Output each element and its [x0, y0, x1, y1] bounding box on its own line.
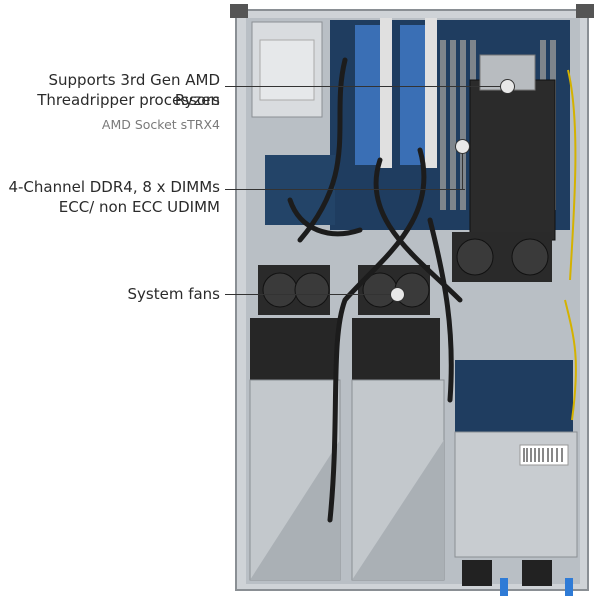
callout-memory-leader-vertical: [462, 145, 463, 189]
callout-memory-leader: [225, 189, 465, 190]
callout-memory-line1: 4-Channel DDR4, 8 x DIMMs: [8, 178, 220, 196]
system-fans: [258, 265, 430, 315]
psu-handle-left: [500, 578, 508, 596]
callout-cpu-sub: AMD Socket sTRX4: [101, 117, 220, 132]
psu-cage-top-inner: [259, 39, 315, 101]
psu-connector-right: [522, 560, 552, 586]
psu-handle-right: [565, 578, 573, 596]
callout-fans-marker: [390, 287, 405, 302]
callout-memory-line2: ECC/ non ECC UDIMM: [58, 198, 220, 216]
callout-cpu-marker: [500, 79, 515, 94]
riser-bracket-right: [425, 18, 437, 168]
callout-fans-leader: [225, 294, 395, 295]
psu-connector-left: [462, 560, 492, 586]
cpu-fans: [452, 232, 552, 282]
rack-ear-left: [230, 4, 248, 18]
cables: [287, 57, 463, 523]
psu-barcode: [523, 448, 563, 462]
motherboard-lower: [455, 360, 573, 440]
callout-cpu-line1: Supports 3rd Gen AMD Ryzen: [48, 71, 221, 109]
motherboard-left: [265, 155, 335, 225]
riser-bracket-left: [380, 18, 392, 168]
card-carrier-left: [249, 379, 341, 581]
callout-memory-marker: [455, 139, 470, 154]
air-duct-right: [352, 318, 440, 380]
callout-cpu-leader: [225, 86, 503, 87]
cpu-air-shroud: [469, 79, 556, 241]
psu-label: [519, 444, 569, 466]
rack-ear-right: [576, 4, 594, 18]
callout-fans-line1: System fans: [127, 285, 221, 303]
card-carrier-right: [351, 379, 445, 581]
callout-cpu-line2: Threadripper processors: [37, 91, 220, 109]
air-duct-left: [250, 318, 338, 380]
power-cables: [564, 69, 577, 421]
